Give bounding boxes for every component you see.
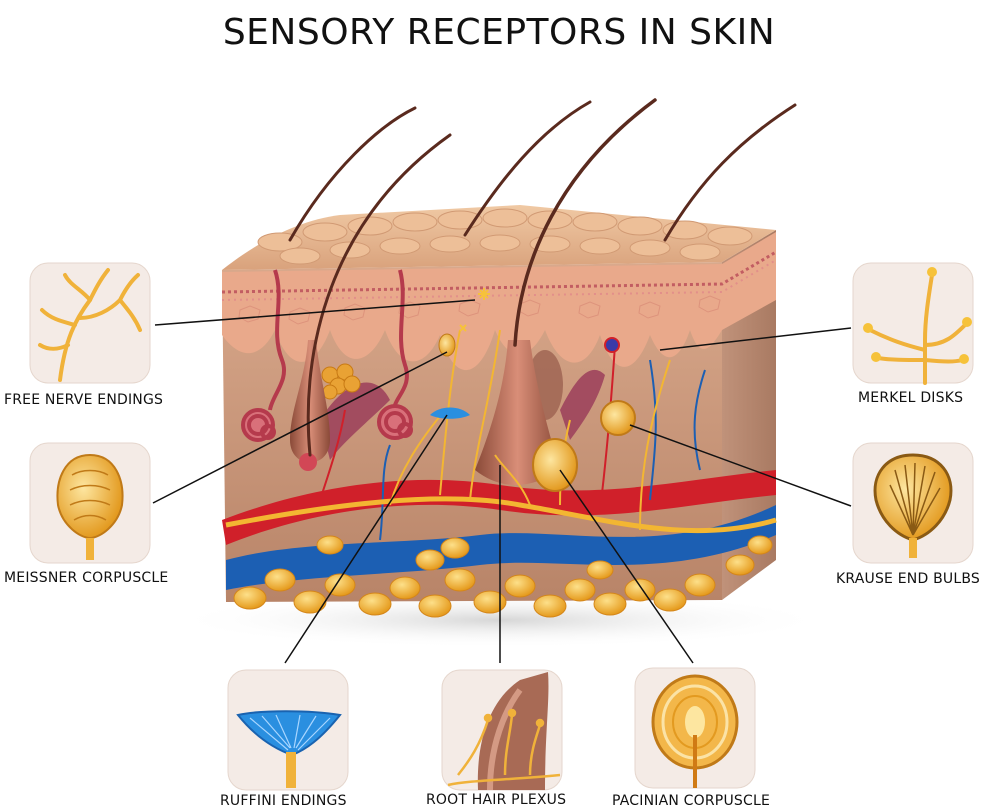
- epidermis-layer: [222, 232, 776, 371]
- epidermis-dotted-line: [221, 250, 777, 294]
- free-nerve-spark: [459, 288, 490, 332]
- label-ruffini-endings: RUFFINI ENDINGS: [220, 793, 347, 809]
- nerve-main: [225, 496, 777, 534]
- krause-in-skin: [600, 400, 636, 436]
- merkel-disks-icon: [852, 262, 974, 385]
- label-merkel-disks: MERKEL DISKS: [858, 390, 964, 406]
- root-hair-plexus-icon: [441, 669, 563, 791]
- meissner-in-skin: [438, 333, 456, 357]
- hairs: [288, 98, 797, 457]
- pacinian-corpuscle-icon: [634, 667, 756, 789]
- label-krause-end-bulbs: KRAUSE END BULBS: [836, 571, 980, 587]
- ruffini-in-skin: [430, 407, 470, 419]
- merkel-in-skin: [604, 337, 620, 353]
- hair-follicle-left: [290, 340, 330, 463]
- fat-cells: [233, 535, 773, 618]
- leader-lines: [152, 299, 852, 664]
- sweat-gland-right: [377, 269, 413, 440]
- ruffini-endings-icon: [227, 669, 349, 791]
- krause-end-bulbs-icon: [852, 442, 974, 564]
- artery: [222, 470, 776, 545]
- label-pacinian-corpuscle: PACINIAN CORPUSCLE: [612, 793, 771, 809]
- free-nerve-endings-icon: [29, 262, 151, 384]
- pacinian-in-skin: [532, 438, 578, 492]
- label-meissner-corpuscle: MEISSNER CORPUSCLE: [4, 570, 169, 586]
- sebaceous-gland: [321, 363, 361, 400]
- label-free-nerve-endings: FREE NERVE ENDINGS: [4, 392, 164, 408]
- sweat-gland-left: [241, 269, 286, 442]
- label-root-hair-plexus: ROOT HAIR PLEXUS: [426, 792, 567, 808]
- vein: [226, 505, 776, 590]
- surface-bumps: [257, 208, 753, 265]
- diagram-title: SENSORY RECEPTORS IN SKIN: [222, 12, 776, 53]
- meissner-corpuscle-icon: [29, 442, 151, 564]
